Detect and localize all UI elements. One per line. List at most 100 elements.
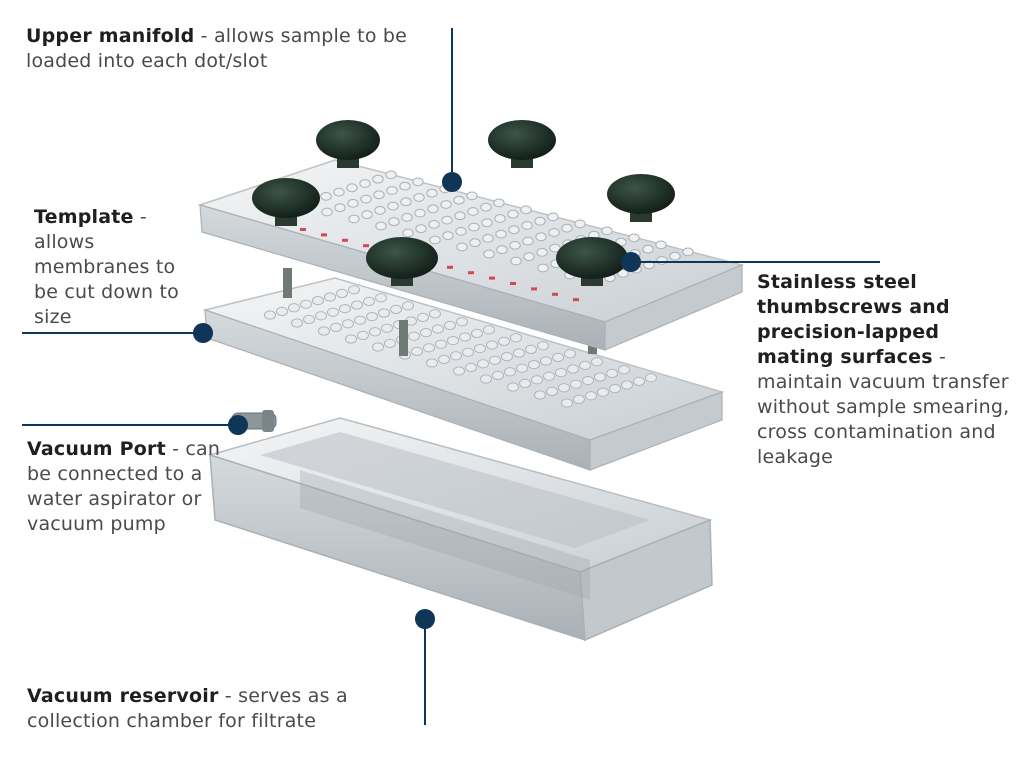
well-hole	[535, 232, 547, 242]
well-hole	[429, 235, 441, 245]
well-hole	[408, 331, 420, 341]
well-hole	[480, 374, 492, 384]
well-hole	[361, 210, 373, 220]
well-hole	[504, 367, 516, 377]
sample-marker	[552, 292, 558, 296]
well-hole	[516, 363, 528, 373]
well-hole	[536, 248, 548, 257]
well-hole	[537, 263, 549, 273]
well-hole	[339, 303, 351, 314]
well-hole	[462, 347, 474, 357]
well-hole	[467, 207, 479, 216]
thumbscrew-knob	[316, 120, 380, 168]
well-hole	[455, 227, 467, 236]
leader-dot-template	[193, 323, 213, 343]
well-hole	[552, 352, 564, 363]
well-hole	[312, 295, 324, 306]
well-hole	[291, 318, 303, 328]
thumbscrew-knob	[488, 120, 556, 168]
well-hole	[454, 211, 466, 221]
callout-description: - allows sample to be loaded into each d…	[26, 25, 408, 72]
well-hole	[264, 310, 276, 320]
well-hole	[346, 183, 358, 193]
well-hole	[489, 355, 501, 365]
well-hole	[348, 214, 360, 224]
well-hole	[549, 243, 561, 253]
callout-title: Vacuum Port	[27, 438, 166, 460]
callout-title: Stainless steel thumbscrews and precisio…	[757, 271, 950, 368]
well-hole	[642, 244, 654, 254]
well-hole	[546, 386, 558, 397]
well-hole	[415, 224, 427, 234]
well-hole	[360, 194, 372, 204]
well-hole	[471, 328, 483, 339]
leader-lines	[22, 28, 880, 725]
well-hole	[378, 308, 390, 318]
well-hole	[426, 188, 438, 198]
well-hole	[483, 249, 495, 259]
well-hole	[669, 251, 681, 261]
well-hole	[474, 343, 486, 354]
well-hole	[412, 177, 424, 187]
well-hole	[375, 221, 387, 231]
leader-dot-vacuum-reservoir	[415, 609, 435, 629]
well-hole	[493, 198, 505, 208]
well-hole	[573, 394, 585, 405]
sample-marker	[510, 282, 516, 285]
well-hole	[369, 327, 381, 337]
well-hole	[520, 205, 532, 215]
well-hole	[414, 208, 426, 218]
sample-marker	[531, 287, 537, 291]
well-hole	[315, 311, 327, 321]
well-hole	[582, 375, 594, 386]
well-hole	[432, 324, 444, 334]
well-hole	[357, 330, 369, 341]
well-hole	[402, 228, 414, 238]
well-hole	[495, 229, 507, 239]
well-hole	[618, 365, 630, 375]
sample-marker	[468, 271, 474, 275]
well-hole	[507, 209, 519, 219]
well-hole	[372, 342, 384, 352]
well-hole	[300, 299, 312, 309]
well-hole	[363, 296, 375, 307]
well-hole	[342, 319, 354, 329]
well-hole	[645, 373, 657, 383]
well-hole	[413, 193, 425, 202]
well-hole	[438, 354, 450, 365]
well-hole	[427, 204, 439, 214]
well-hole	[477, 359, 489, 369]
well-hole	[442, 231, 454, 241]
callout-title: Vacuum reservoir	[27, 685, 219, 707]
well-hole	[401, 213, 413, 222]
well-hole	[574, 219, 586, 229]
leader-dot-upper-manifold	[442, 172, 462, 192]
well-hole	[345, 334, 357, 344]
well-hole	[558, 383, 570, 393]
well-hole	[385, 170, 397, 180]
template-plate	[202, 277, 725, 471]
well-hole	[534, 216, 546, 226]
well-hole	[594, 372, 606, 382]
well-hole	[381, 323, 393, 333]
well-hole	[519, 378, 531, 389]
well-hole	[354, 315, 366, 325]
well-hole	[617, 269, 629, 278]
well-hole	[303, 314, 315, 325]
well-hole	[330, 322, 342, 333]
callout-title: Upper manifold	[26, 25, 195, 47]
well-hole	[547, 212, 559, 222]
well-hole	[531, 375, 543, 385]
well-hole	[601, 226, 613, 236]
well-hole	[561, 398, 573, 408]
well-hole	[513, 348, 525, 358]
well-hole	[276, 306, 288, 317]
leader-dot-thumbscrews	[621, 252, 641, 272]
well-hole	[480, 202, 492, 212]
well-hole	[456, 317, 468, 327]
sample-marker	[342, 238, 348, 242]
well-hole	[597, 387, 609, 397]
sample-marker	[573, 298, 579, 302]
well-hole	[466, 191, 478, 201]
